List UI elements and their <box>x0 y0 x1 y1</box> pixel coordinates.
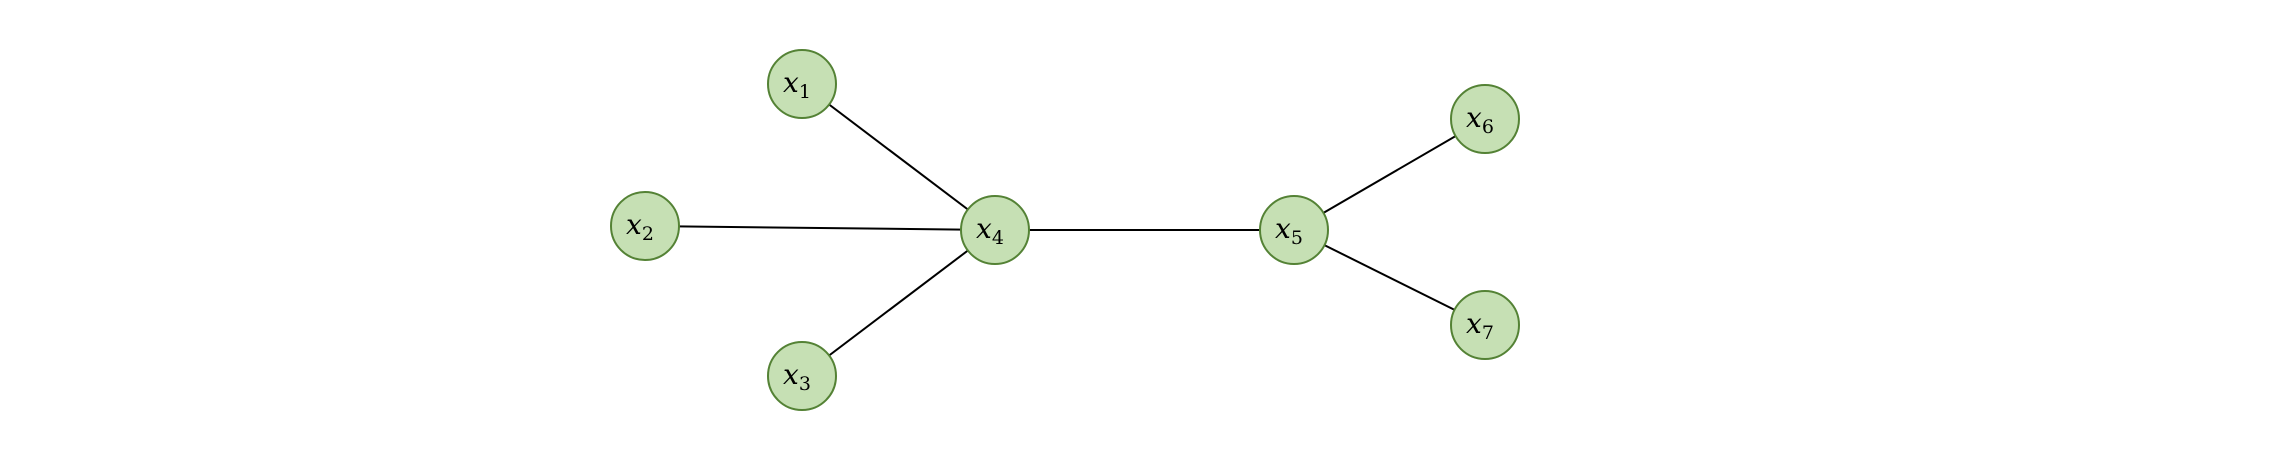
node-circle-x2 <box>610 191 680 261</box>
node-label-subscript: 3 <box>799 373 811 395</box>
edge-x5-x7 <box>1293 229 1486 326</box>
node-label-x2: x2 <box>626 208 654 245</box>
node-label-var: x <box>1466 307 1482 340</box>
node-x1: x1 <box>767 49 837 119</box>
node-x6: x6 <box>1450 84 1520 154</box>
node-label-x6: x6 <box>1466 101 1494 138</box>
node-label-var: x <box>976 212 992 245</box>
node-label-subscript: 7 <box>1482 322 1494 344</box>
node-circle-x4 <box>960 195 1030 265</box>
node-x2: x2 <box>610 191 680 261</box>
node-label-subscript: 2 <box>642 223 654 245</box>
node-x3: x3 <box>767 341 837 411</box>
edge-x2-x4 <box>644 225 996 231</box>
edge-x3-x4 <box>801 229 996 377</box>
node-label-x4: x4 <box>976 212 1004 249</box>
node-label-x5: x5 <box>1275 212 1303 249</box>
node-label-subscript: 1 <box>799 81 811 103</box>
edges-layer <box>644 83 1486 377</box>
node-label-x1: x1 <box>783 66 811 103</box>
node-x4: x4 <box>960 195 1030 265</box>
node-label-var: x <box>626 208 642 241</box>
node-label-subscript: 5 <box>1291 227 1303 249</box>
node-label-var: x <box>1275 212 1291 245</box>
node-label-subscript: 4 <box>992 227 1004 249</box>
edge-x1-x4 <box>801 83 996 231</box>
node-label-subscript: 6 <box>1482 116 1494 138</box>
node-circle-x1 <box>767 49 837 119</box>
node-circle-x6 <box>1450 84 1520 154</box>
node-label-var: x <box>783 66 799 99</box>
node-x7: x7 <box>1450 290 1520 360</box>
node-circle-x7 <box>1450 290 1520 360</box>
node-circle-x5 <box>1259 195 1329 265</box>
node-label-x3: x3 <box>783 358 811 395</box>
edge-x5-x6 <box>1293 118 1486 231</box>
node-label-var: x <box>1466 101 1482 134</box>
node-x5: x5 <box>1259 195 1329 265</box>
node-circle-x3 <box>767 341 837 411</box>
node-label-var: x <box>783 358 799 391</box>
node-label-x7: x7 <box>1466 307 1494 344</box>
